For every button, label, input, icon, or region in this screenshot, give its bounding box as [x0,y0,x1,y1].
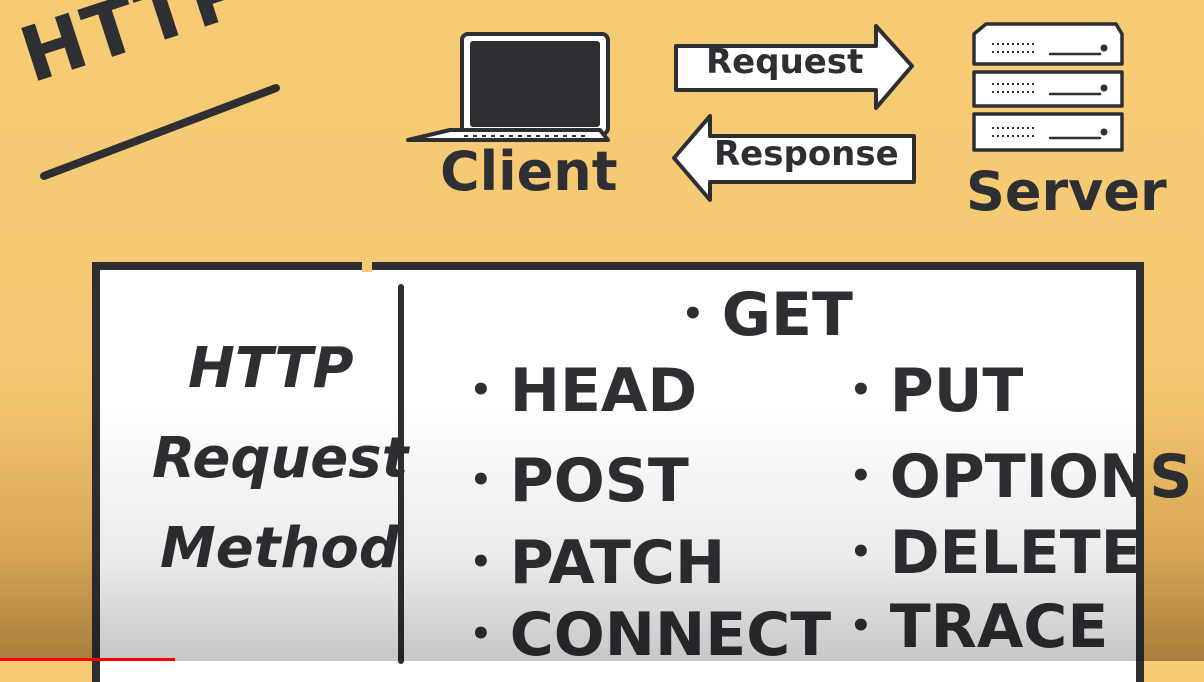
method-get: GET [682,280,853,350]
left-arrow-icon [672,114,916,202]
method-put: PUT [850,356,1024,426]
method-trace: TRACE [850,592,1109,662]
method-post: POST [470,446,689,516]
response-arrow-label: Response [714,134,899,174]
video-progress-bar[interactable] [0,658,175,661]
server-label: Server [966,160,1167,223]
right-arrow-icon [674,24,914,110]
request-arrow-label: Request [706,42,864,82]
board-gap [362,258,372,272]
method-head: HEAD [470,356,697,426]
client-label: Client [440,140,618,203]
method-delete: DELETE [850,518,1142,588]
side-label-line-2: Request [152,426,409,491]
title-underline [40,84,280,180]
method-options: OPTIONS [850,442,1193,512]
board-divider [398,284,404,664]
side-label-line-3: Method [160,516,399,581]
method-connect: CONNECT [470,600,831,670]
side-label-line-1: HTTP [188,336,354,401]
method-patch: PATCH [470,528,725,598]
laptop-icon [406,32,610,142]
server-rack-icon [972,22,1124,152]
